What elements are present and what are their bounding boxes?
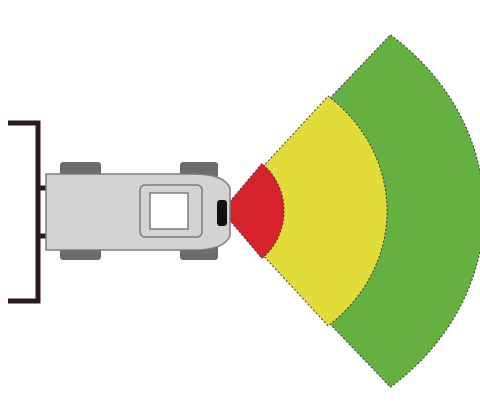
danger-zone [221, 162, 285, 260]
warning-zone [221, 95, 388, 327]
operator-seat [149, 192, 189, 230]
forklift-truck [8, 120, 231, 304]
rear-sensor-icon [217, 200, 227, 226]
mast-bracket [8, 120, 41, 304]
detection-zones [221, 34, 480, 388]
